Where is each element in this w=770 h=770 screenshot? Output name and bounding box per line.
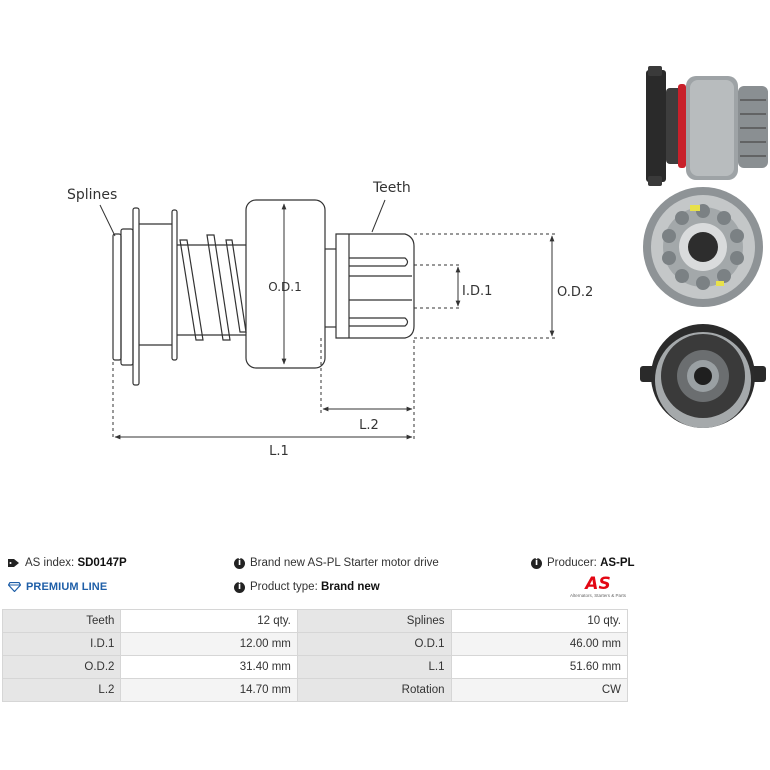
starter-drive-side-photo (646, 66, 768, 186)
logo-subtext: Alternators, Starters & Parts (569, 593, 627, 598)
producer-label: Producer: (547, 557, 597, 569)
spec-value: 12.00 mm (120, 632, 298, 656)
description-text: Brand new AS-PL Starter motor drive (250, 557, 439, 569)
product-type: i Product type: Brand new (234, 581, 380, 593)
spec-label: L.1 (296, 655, 452, 679)
logo-text: AS (583, 574, 610, 592)
as-pl-logo: AS Alternators, Starters & Parts (566, 574, 630, 604)
producer: i Producer: AS-PL (531, 557, 635, 569)
starter-drive-rear-photo (640, 324, 766, 428)
clutch-body (245, 199, 326, 369)
technical-drawing: Splines Teeth O.D.1 I.D.1 O.D.2 L.2 L.1 (67, 180, 593, 459)
info-icon: i (234, 557, 245, 569)
starter-drive-front-photo (643, 187, 763, 307)
label-splines: Splines (67, 187, 117, 203)
spec-value: 12 qty. (120, 609, 298, 633)
spec-value: 14.70 mm (120, 678, 298, 702)
spec-value: CW (450, 678, 628, 702)
spec-value: 46.00 mm (450, 632, 628, 656)
spec-label: I.D.1 (1, 632, 122, 656)
producer-value: AS-PL (600, 557, 635, 569)
label-l1: L.1 (269, 444, 289, 459)
info-icon: i (234, 581, 245, 593)
as-index-label: AS index: (25, 557, 75, 569)
spec-value: 31.40 mm (120, 655, 298, 679)
pinion-gear (335, 233, 415, 339)
info-icon: i (531, 557, 542, 569)
spec-label: Splines (296, 609, 452, 633)
spec-label: O.D.1 (296, 632, 452, 656)
spring (177, 234, 247, 341)
label-od2: O.D.2 (557, 285, 593, 300)
spec-label: Rotation (296, 678, 452, 702)
premium-line: PREMIUM LINE (7, 581, 108, 593)
product-type-value: Brand new (320, 581, 380, 593)
diamond-icon (7, 581, 22, 593)
label-od1: O.D.1 (268, 280, 301, 294)
spline-hub (112, 233, 122, 361)
spec-label: L.2 (1, 678, 122, 702)
spec-label: O.D.2 (1, 655, 122, 679)
label-id1: I.D.1 (462, 284, 492, 299)
label-teeth: Teeth (372, 180, 411, 196)
premium-line-label: PREMIUM LINE (26, 581, 108, 593)
product-description: i Brand new AS-PL Starter motor drive (234, 557, 439, 569)
as-index-value: SD0147P (77, 557, 127, 569)
spec-value: 10 qty. (450, 609, 628, 633)
spec-value: 51.60 mm (450, 655, 628, 679)
as-index: AS index: SD0147P (8, 557, 127, 569)
product-type-label: Product type: (250, 581, 318, 593)
label-l2: L.2 (359, 418, 379, 433)
tag-icon (8, 558, 20, 568)
spec-label: Teeth (1, 609, 122, 633)
